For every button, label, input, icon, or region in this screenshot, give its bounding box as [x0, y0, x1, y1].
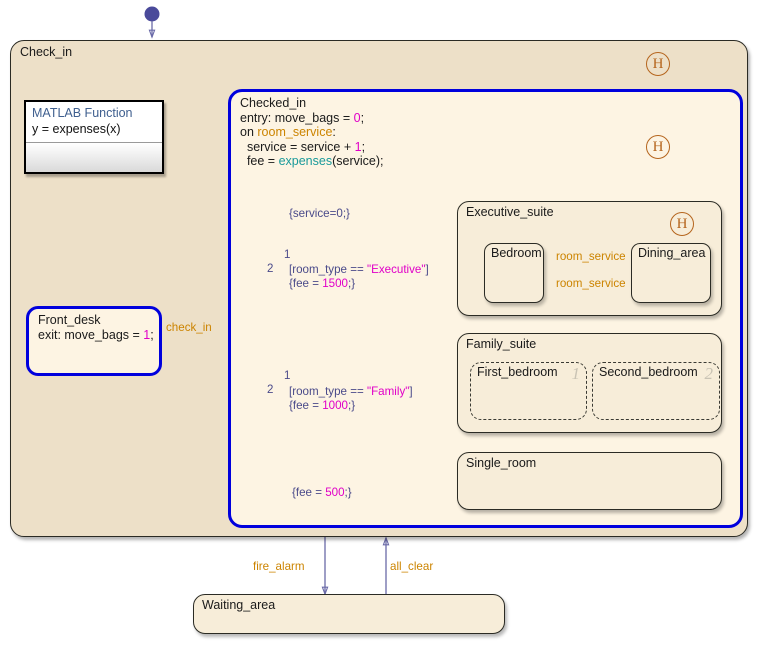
- state-first-bedroom-label: First_bedroom: [477, 365, 558, 379]
- state-waiting-area-label: Waiting_area: [202, 598, 276, 612]
- state-checked-in-label: Checked_in entry: move_bags = 0; on room…: [240, 96, 384, 169]
- state-front-desk-exit-value: 1: [143, 327, 151, 342]
- matlab-function-body: [26, 142, 162, 172]
- state-second-bedroom-label: Second_bedroom: [599, 365, 698, 379]
- family-condition-pre: [room_type ==: [289, 385, 367, 398]
- state-first-bedroom-index: 1: [571, 364, 581, 383]
- executive-condition-post: ]: [425, 263, 429, 276]
- state-bedroom[interactable]: Bedroom: [484, 243, 544, 303]
- transition-label-default-service: {service=0;}: [289, 207, 350, 220]
- state-front-desk-name: Front_desk: [38, 313, 101, 327]
- default-transition-node-chart: [144, 6, 160, 22]
- transition-label-room-service-top: room_service: [556, 250, 626, 263]
- state-front-desk-exit-pre: exit: move_bags =: [38, 327, 144, 342]
- matlab-function-header: MATLAB Function y = expenses(x): [26, 102, 162, 142]
- checked-in-fee-function: expenses: [278, 154, 333, 169]
- state-dining-area-label: Dining_area: [638, 246, 706, 260]
- family-action-post: ;}: [348, 399, 356, 412]
- history-junction-checked-in[interactable]: H: [646, 135, 670, 159]
- state-executive-suite-label: Executive_suite: [466, 205, 554, 219]
- executive-action-value: 1500: [322, 277, 348, 290]
- junction-2-branch-1-order: 1: [284, 370, 291, 382]
- history-junction-check-in[interactable]: H: [646, 52, 670, 76]
- transition-label-single: {fee = 500;}: [292, 486, 352, 500]
- checked-in-service-value: 1: [354, 139, 362, 154]
- transition-label-family: [room_type == "Family"] {fee = 1000;}: [289, 385, 413, 413]
- executive-condition-pre: [room_type ==: [289, 263, 367, 276]
- junction-2-branch-2-order: 2: [267, 384, 274, 396]
- checked-in-fee-pre: fee =: [240, 154, 279, 169]
- checked-in-entry-pre: entry: move_bags =: [240, 110, 354, 125]
- matlab-function-title: MATLAB Function: [32, 106, 133, 120]
- state-first-bedroom[interactable]: First_bedroom 1: [470, 362, 587, 420]
- checked-in-entry-post: ;: [360, 110, 365, 125]
- state-family-suite-label: Family_suite: [466, 337, 537, 351]
- checked-in-on-event: room_service: [257, 125, 333, 140]
- single-action-post: ;}: [344, 486, 352, 499]
- junction-1-branch-1-order: 1: [284, 249, 291, 261]
- state-checked-in-name: Checked_in: [240, 96, 307, 110]
- executive-condition-value: "Executive": [366, 263, 426, 276]
- family-action-value: 1000: [322, 399, 348, 412]
- matlab-function-block[interactable]: MATLAB Function y = expenses(x): [24, 100, 164, 174]
- state-second-bedroom-index: 2: [704, 364, 714, 383]
- transition-label-executive: [room_type == "Executive"] {fee = 1500;}: [289, 263, 429, 291]
- matlab-function-signature: y = expenses(x): [32, 122, 121, 136]
- checked-in-service-post: ;: [361, 139, 366, 154]
- executive-action-pre: {fee =: [289, 277, 323, 290]
- checked-in-fee-post: (service);: [332, 154, 384, 169]
- state-check-in-label: Check_in: [20, 45, 73, 59]
- checked-in-on-pre: on: [240, 125, 258, 140]
- junction-1-branch-2-order: 2: [267, 263, 274, 275]
- executive-action-post: ;}: [348, 277, 356, 290]
- single-action-pre: {fee =: [292, 486, 326, 499]
- single-action-value: 500: [325, 486, 345, 499]
- family-condition-post: ]: [409, 385, 413, 398]
- state-bedroom-label: Bedroom: [491, 246, 542, 260]
- state-front-desk-label: Front_desk exit: move_bags = 1;: [38, 313, 154, 342]
- family-action-pre: {fee =: [289, 399, 323, 412]
- transition-label-fire-alarm: fire_alarm: [253, 560, 305, 573]
- state-waiting-area[interactable]: Waiting_area: [193, 594, 505, 634]
- state-single-room[interactable]: Single_room: [457, 452, 722, 510]
- checked-in-on-post: :: [332, 125, 336, 140]
- state-dining-area[interactable]: Dining_area: [631, 243, 711, 303]
- transition-label-room-service-bottom: room_service: [556, 277, 626, 290]
- state-single-room-label: Single_room: [466, 456, 537, 470]
- state-front-desk-exit-post: ;: [150, 327, 154, 342]
- checked-in-entry-value: 0: [353, 110, 361, 125]
- state-front-desk[interactable]: Front_desk exit: move_bags = 1;: [26, 306, 162, 376]
- checked-in-service-pre: service = service +: [240, 139, 355, 154]
- transition-label-check-in: check_in: [166, 321, 212, 334]
- state-second-bedroom[interactable]: Second_bedroom 2: [592, 362, 720, 420]
- transition-label-all-clear: all_clear: [390, 560, 434, 573]
- family-condition-value: "Family": [366, 385, 410, 398]
- history-junction-executive-suite[interactable]: H: [670, 212, 694, 236]
